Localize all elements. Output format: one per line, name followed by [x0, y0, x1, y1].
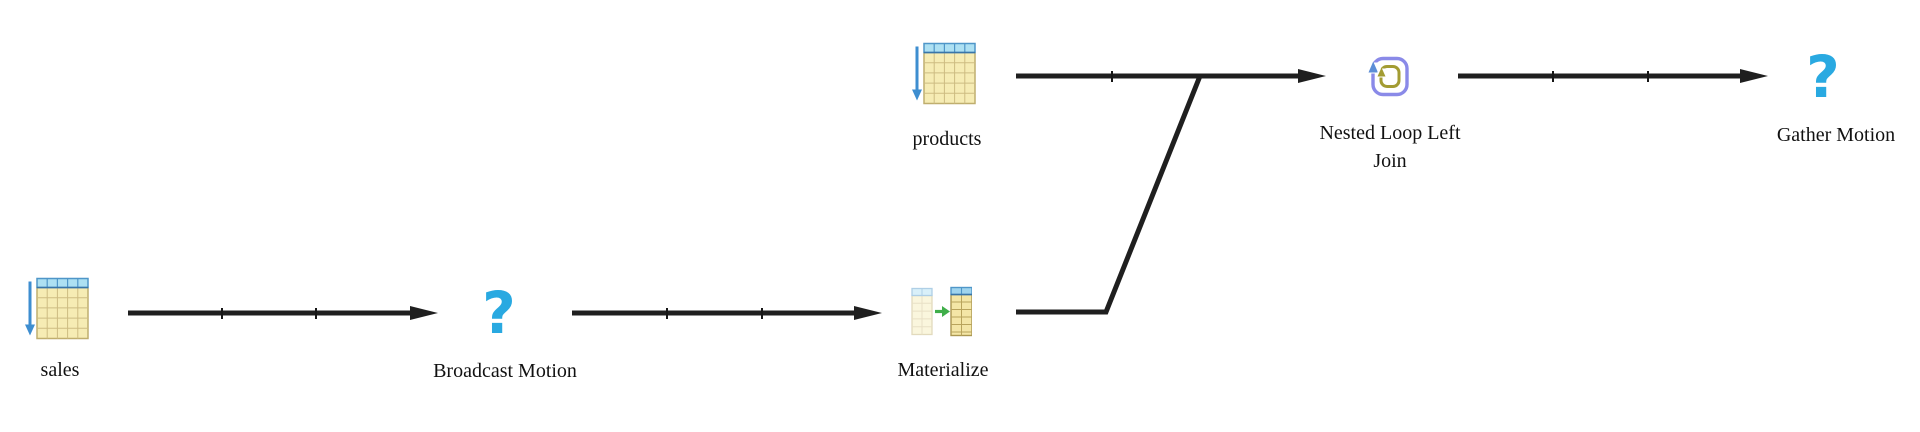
nested-loop-icon	[1365, 55, 1411, 104]
node-sales[interactable]	[24, 277, 90, 347]
edge-nested-loop-to-gather-motion-arrowhead	[1740, 69, 1768, 83]
node-broadcast-motion[interactable]: ?	[482, 284, 516, 342]
materialize-icon	[910, 286, 973, 343]
node-materialize[interactable]	[910, 286, 973, 343]
node-broadcast-motion-label: Broadcast Motion	[433, 360, 577, 382]
edge-sales-to-broadcast-motion-arrowhead	[410, 306, 438, 320]
label-line-2: Join	[1373, 150, 1407, 172]
question-icon: ?	[482, 279, 516, 347]
question-icon: ?	[1806, 43, 1840, 111]
label-line-1: Nested Loop Left	[1319, 122, 1461, 144]
node-gather-motion-label: Gather Motion	[1776, 124, 1896, 146]
table-scan-icon	[911, 42, 977, 112]
table-scan-icon	[24, 277, 90, 347]
edge-broadcast-motion-to-materialize-arrowhead	[854, 306, 882, 320]
edge-products-to-nested-loop-arrowhead	[1298, 69, 1326, 83]
node-sales-label: sales	[40, 359, 80, 381]
node-products[interactable]	[911, 42, 977, 112]
node-nested-loop-left-join-label: Nested Loop Left Join	[1300, 119, 1480, 175]
node-gather-motion[interactable]: ?	[1806, 48, 1840, 106]
edge-materialize-to-nested-loop	[1016, 75, 1203, 315]
node-materialize-label: Materialize	[897, 359, 989, 381]
node-products-label: products	[912, 128, 982, 150]
node-nested-loop-left-join[interactable]	[1365, 55, 1411, 104]
